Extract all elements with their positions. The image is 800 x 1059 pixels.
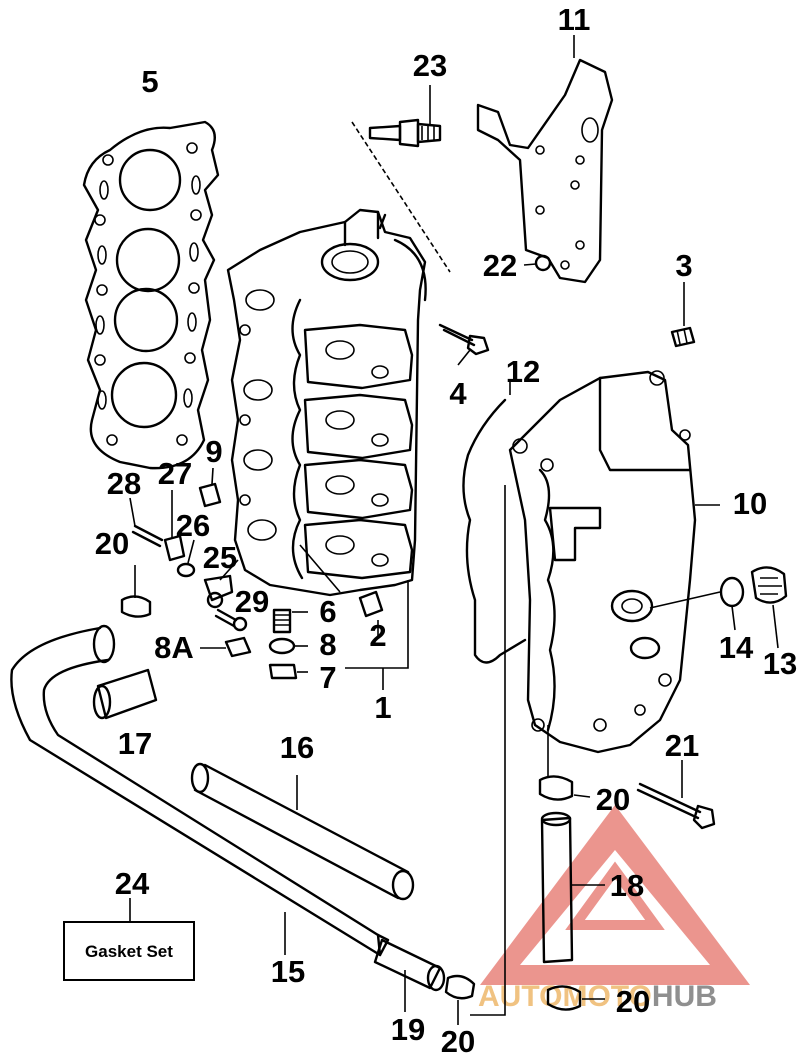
fitting-25 [203, 559, 239, 609]
callout-5: 5 [141, 64, 158, 99]
callout-19: 19 [391, 1012, 425, 1047]
pin-27 [163, 490, 186, 562]
callout-20-lower-right: 20 [616, 984, 650, 1019]
stud-6 [272, 608, 308, 634]
callout-25: 25 [203, 540, 237, 575]
callout-1: 1 [374, 690, 391, 725]
callout-12: 12 [506, 354, 540, 389]
callout-27: 27 [158, 456, 192, 491]
bolt-2 [358, 590, 384, 636]
nut-8a [200, 636, 252, 658]
callout-6: 6 [319, 594, 336, 629]
callout-21: 21 [665, 728, 699, 763]
plug-3 [670, 282, 696, 348]
watermark-brand-part2: HUB [652, 980, 717, 1013]
clamp-20-bottom [444, 974, 476, 1025]
spark-plug [351, 85, 451, 273]
hose-15 [10, 624, 390, 957]
gasket-set-callout: Gasket Set [63, 898, 195, 981]
clamp-20-lower [546, 985, 605, 1011]
callout-20-bottom: 20 [441, 1024, 475, 1059]
bolt-22 [523, 254, 552, 272]
callout-4: 4 [449, 376, 467, 411]
nut-7 [268, 663, 308, 680]
exhaust-cover-gasket [462, 380, 527, 664]
washer-8 [268, 637, 308, 655]
hose-16 [190, 762, 415, 901]
callout-10: 10 [733, 486, 767, 521]
bolt-4 [438, 323, 490, 366]
exhaust-cover [508, 370, 720, 754]
callout-20-right: 20 [596, 782, 630, 817]
callout-labels: 11 23 5 22 3 12 4 9 28 27 10 26 20 25 29… [95, 2, 797, 1059]
bolt-21 [636, 760, 716, 830]
watermark-logo: AUTOMOTOHUB [478, 805, 750, 1013]
callout-20-left: 20 [95, 526, 129, 561]
callout-11: 11 [558, 2, 591, 37]
cylinder-head [226, 208, 427, 597]
callout-8A: 8A [154, 630, 194, 665]
clamp-20-upper [538, 775, 591, 801]
svg-text:AUTOMOTOHUB: AUTOMOTOHUB [478, 980, 717, 1013]
o-ring-14 [649, 576, 745, 631]
hose-19 [373, 938, 446, 1012]
callout-26: 26 [176, 508, 210, 543]
callout-16: 16 [280, 730, 314, 765]
callout-23: 23 [413, 48, 447, 83]
callout-13: 13 [763, 646, 797, 681]
gasket-set-label: Gasket Set [85, 942, 173, 961]
callout-3: 3 [675, 248, 692, 283]
bolt-28 [129, 497, 164, 548]
callout-28: 28 [107, 466, 141, 501]
callout-2: 2 [369, 618, 386, 653]
ring-26 [176, 539, 196, 578]
head-gasket [82, 120, 220, 470]
callout-14: 14 [719, 630, 754, 665]
callout-15: 15 [271, 954, 305, 989]
clamp-20-left [120, 565, 152, 618]
guide-line-frame [470, 485, 506, 1016]
callout-18: 18 [610, 868, 644, 903]
hose-18 [540, 811, 605, 964]
hose-17 [92, 668, 158, 720]
callout-17: 17 [118, 726, 152, 761]
callout-7: 7 [319, 660, 336, 695]
bolt-29 [214, 608, 248, 632]
watermark-triangle-icon [480, 805, 750, 985]
guide-line-part-1 [299, 544, 409, 690]
pin-9 [198, 467, 222, 508]
callout-29: 29 [235, 584, 269, 619]
bracket-plate [476, 35, 614, 284]
callout-22: 22 [483, 248, 517, 283]
callout-8: 8 [319, 627, 336, 662]
callout-24: 24 [115, 866, 150, 901]
gasket-set-box [63, 921, 195, 981]
drain-cap-13 [750, 566, 788, 649]
callout-9: 9 [205, 434, 222, 469]
